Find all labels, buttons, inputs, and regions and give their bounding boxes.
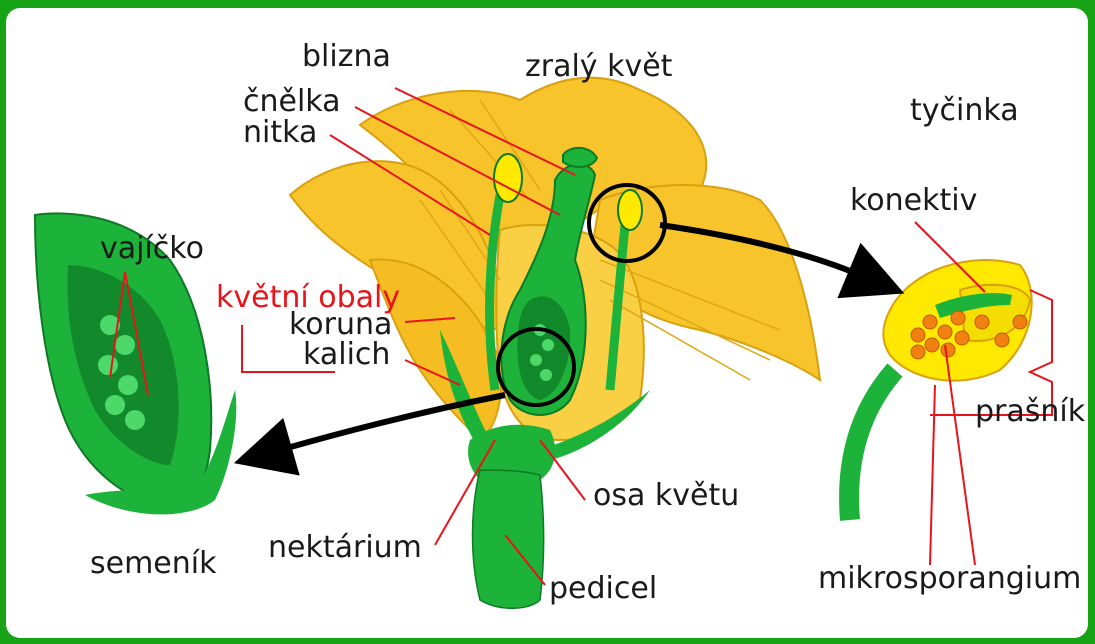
stigma — [563, 148, 597, 167]
label-vajicko: vajíčko — [100, 231, 204, 266]
label-mikrosporangium: mikrosporangium — [818, 561, 1081, 596]
label-konektiv: konektiv — [850, 183, 977, 218]
label-nitka: nitka — [243, 115, 317, 150]
stamen-detail — [849, 260, 1032, 520]
stamen-filament — [849, 370, 895, 520]
anther-left — [494, 154, 522, 202]
label-pedicel: pedicel — [549, 571, 657, 606]
label-blizna: blizna — [302, 39, 391, 74]
label-zraly-kvet: zralý květ — [525, 49, 673, 84]
anther-right — [618, 190, 642, 230]
label-tycinka: tyčinka — [910, 93, 1019, 128]
label-osa-kvetu: osa květu — [593, 478, 739, 513]
label-nektarium: nektárium — [268, 530, 422, 565]
label-cnelka: čnělka — [243, 84, 341, 119]
label-semenik: semeník — [90, 546, 217, 581]
label-kalich: kalich — [303, 337, 390, 372]
label-prasnik: prašník — [975, 394, 1086, 429]
